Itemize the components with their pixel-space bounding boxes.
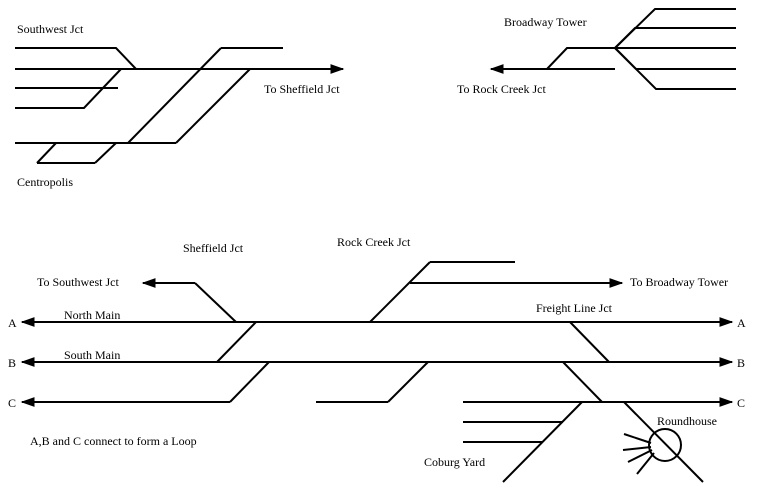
centropolis-diagonal-1	[36, 142, 57, 164]
centropolis-diagonal-2	[94, 142, 117, 164]
end-a-east: A	[737, 316, 746, 330]
roundhouse-lead	[623, 401, 704, 483]
rock-creek-jct-label: Rock Creek Jct	[337, 235, 411, 249]
end-b-west: B	[8, 356, 16, 370]
roundhouse-turntable	[648, 428, 682, 462]
labels: Southwest Jct To Sheffield Jct Centropol…	[8, 15, 746, 469]
roundhouse-stall-4	[636, 452, 655, 475]
sw-diagonal-2	[175, 68, 251, 144]
rock-creek-diagonal	[369, 261, 431, 323]
rock-creek-jct-tracks	[369, 261, 624, 403]
sw-diagonal-1	[127, 47, 222, 144]
freight-line-jct-label: Freight Line Jct	[536, 301, 613, 315]
freight-line-jct-tracks	[562, 321, 610, 403]
bt-track-5	[614, 47, 736, 90]
to-rock-creek-jct-label: To Rock Creek Jct	[457, 82, 546, 96]
main-lines	[20, 317, 734, 407]
end-c-west: C	[8, 396, 16, 410]
southwest-jct-diagram	[15, 47, 345, 164]
to-southwest-jct-label: To Southwest Jct	[37, 275, 119, 289]
roundhouse-tracks	[622, 401, 704, 483]
rock-creek-lower-diagonal	[387, 361, 429, 403]
loop-note: A,B and C connect to form a Loop	[30, 434, 197, 448]
end-c-east: C	[737, 396, 745, 410]
to-sheffield-jct-label: To Sheffield Jct	[264, 82, 340, 96]
coburg-yard-label: Coburg Yard	[424, 455, 485, 469]
north-main-label: North Main	[64, 308, 120, 322]
coburg-yard-tracks	[463, 401, 583, 483]
bt-track-2	[614, 27, 736, 49]
sheffield-diagonal-3	[229, 361, 270, 403]
centropolis-label: Centropolis	[17, 175, 73, 189]
sw-spur-top	[15, 47, 137, 70]
bt-lead	[546, 47, 615, 70]
freight-diagonal-2	[562, 361, 603, 403]
to-broadway-tower-label: To Broadway Tower	[630, 275, 728, 289]
freight-diagonal-1	[569, 321, 610, 363]
southwest-jct-label: Southwest Jct	[17, 22, 84, 36]
south-main-label: South Main	[64, 348, 120, 362]
sheffield-jct-label: Sheffield Jct	[183, 241, 244, 255]
roundhouse-stall-1	[623, 433, 652, 444]
sw-siding-2	[15, 68, 122, 109]
sheffield-jct-tracks	[141, 278, 270, 403]
sheffield-diagonal-1	[194, 282, 237, 323]
sheffield-diagonal-2	[216, 321, 257, 363]
roundhouse-stall-2	[622, 446, 652, 451]
end-b-east: B	[737, 356, 745, 370]
end-a-west: A	[8, 316, 17, 330]
roundhouse-stall-3	[627, 449, 653, 463]
roundhouse-label: Roundhouse	[657, 414, 717, 428]
coburg-lead	[502, 401, 583, 483]
broadway-tower-label: Broadway Tower	[504, 15, 587, 29]
broadway-tower-diagram	[489, 8, 736, 90]
